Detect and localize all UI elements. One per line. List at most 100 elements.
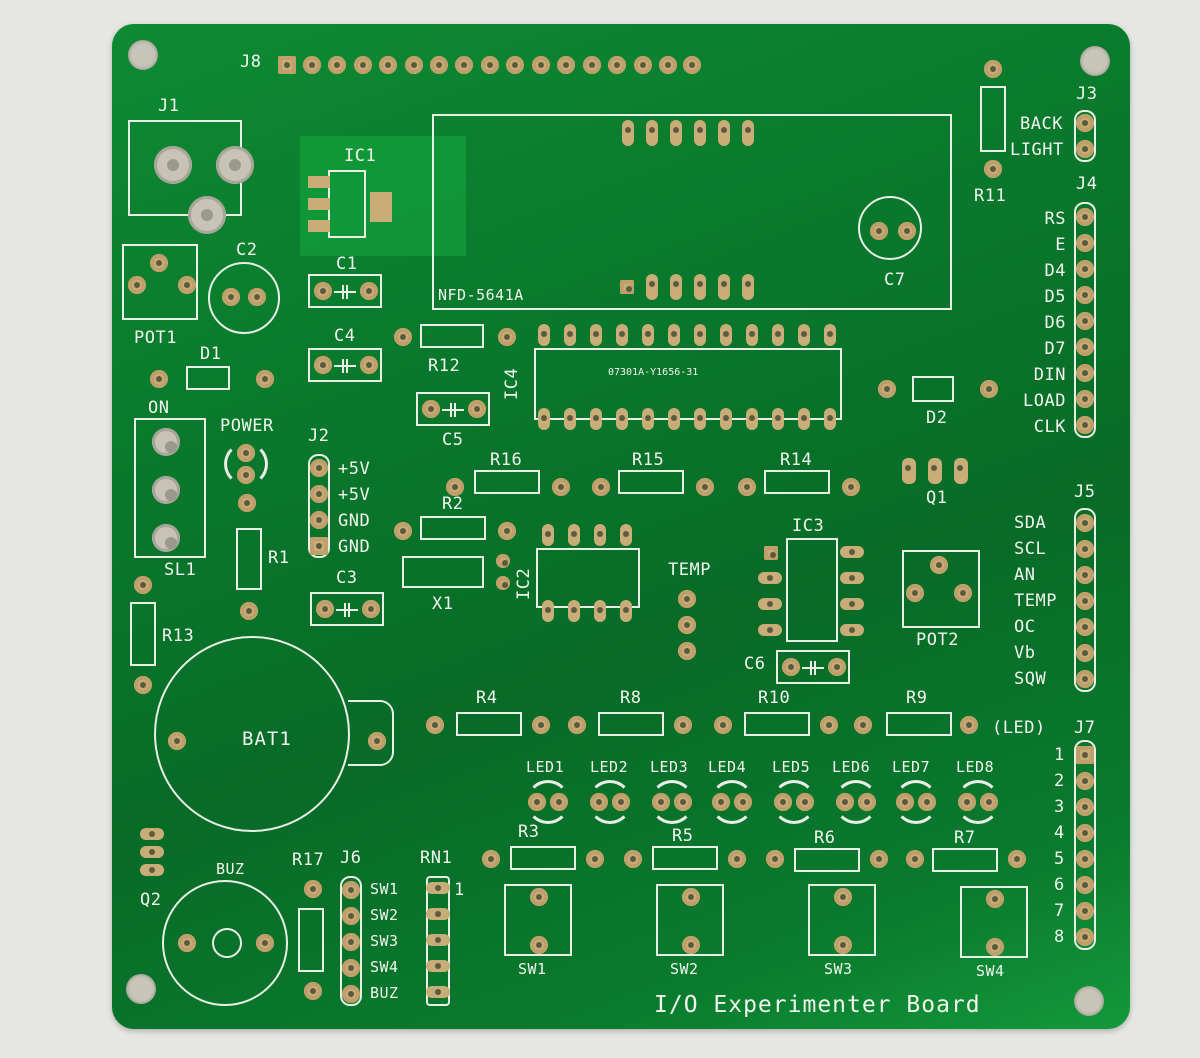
d1-label: D1 [200,344,222,364]
d2-pad [980,380,998,398]
led-4 [710,780,754,824]
d1-outline [186,366,230,390]
j6-pin-label: BUZ [370,984,399,1002]
temp-label: TEMP [668,560,711,580]
j4-pin-label: D4 [1044,261,1066,281]
r6-pad [766,850,784,868]
sw2-outline[interactable] [656,884,724,956]
j5-header[interactable] [1074,508,1096,692]
r5-pad [624,850,642,868]
j5-pin-label: OC [1014,617,1036,637]
led-2 [588,780,632,824]
r15-pad [696,478,714,496]
led-6 [834,780,878,824]
r11-pad [984,60,1002,78]
sw4-label: SW4 [976,962,1005,980]
r17-pad [304,982,322,1000]
r6-pad [870,850,888,868]
led-label: LED2 [590,758,629,776]
j4-pin-label: DIN [1033,365,1066,385]
c3-capacitor [310,592,384,626]
r13-outline [130,602,156,666]
r15-label: R15 [632,450,665,470]
d1-pad [256,370,274,388]
bat1-pad [368,732,386,750]
x1-label: X1 [432,594,454,614]
buzzer-outline [162,880,288,1006]
sw4-pad [986,938,1004,956]
j4-pin-label: RS [1044,209,1066,229]
c5-capacitor [416,392,490,426]
r7-pad [906,850,924,868]
j5-pin-label: TEMP [1014,591,1057,611]
power-led [224,442,268,486]
j4-header[interactable] [1074,202,1096,438]
sw3-label: SW3 [824,960,853,978]
r10-pad [714,716,732,734]
r3-pad [586,850,604,868]
j7-header[interactable] [1074,740,1096,950]
c7-outline [858,196,922,260]
j2-header[interactable] [308,454,330,558]
j6-pin-label: SW2 [370,906,399,924]
sw4-outline[interactable] [960,886,1028,958]
d2-pad [878,380,896,398]
r4-outline [456,712,522,736]
c7-pad [870,222,888,240]
r17-outline [298,908,324,972]
j2-pin-label: GND [338,511,371,531]
r14-pad [738,478,756,496]
j3-label: J3 [1076,84,1098,104]
r17-pad [304,880,322,898]
j6-header[interactable] [340,876,362,1006]
j2-pin-label: +5V [338,485,371,505]
q1-label: Q1 [926,488,948,508]
j7-pin-label: 4 [1054,823,1065,843]
pcb-board: J8 J1 IC1 POT1 C2 C1 C4 C5 C3 [112,24,1130,1029]
j7-pin-label: 5 [1054,849,1065,869]
r4-pad [426,716,444,734]
d2-label: D2 [926,408,948,428]
r10-outline [744,712,810,736]
sl1-pad [152,428,180,456]
sl1-on-label: ON [148,398,170,418]
mounting-hole-bottom-right [1074,986,1104,1016]
j4-pin-label: D7 [1044,339,1066,359]
j7-pin-label: 7 [1054,901,1065,921]
j1-label: J1 [158,96,180,116]
ic3-outline [786,538,838,642]
r10-pad [820,716,838,734]
r15-outline [618,470,684,494]
c5-label: C5 [442,430,464,450]
pot2-outline [902,550,980,628]
r13-pad [134,676,152,694]
sl1-outline [134,418,206,558]
sl1-pad [152,524,180,552]
board-title: I/O Experimenter Board [654,992,981,1018]
j5-pin-label: SQW [1014,669,1047,689]
led-label: LED4 [708,758,747,776]
c2-pad [222,288,240,306]
j2-pin-labels: +5V +5V GND GND [338,456,370,560]
r12-label: R12 [428,356,461,376]
j7-label: J7 [1074,718,1096,738]
rn1-label: RN1 [420,848,453,868]
j3-header[interactable] [1074,110,1096,162]
ic1-tab [370,192,392,222]
pot1-outline [122,244,198,320]
buzzer-pad [256,934,274,952]
sw3-outline[interactable] [808,884,876,956]
r2-pad [498,522,516,540]
sw1-outline[interactable] [504,884,572,956]
r11-label: R11 [974,186,1007,206]
ic4-label: IC4 [502,367,522,400]
r3-pad [482,850,500,868]
pot2-pad [906,584,924,602]
r1-label: R1 [268,548,290,568]
j5-pin-label: SDA [1014,513,1047,533]
r8-outline [598,712,664,736]
sw4-pad [986,890,1004,908]
pot1-label: POT1 [134,328,177,348]
r15-pad [592,478,610,496]
ic4-outline [534,348,842,420]
